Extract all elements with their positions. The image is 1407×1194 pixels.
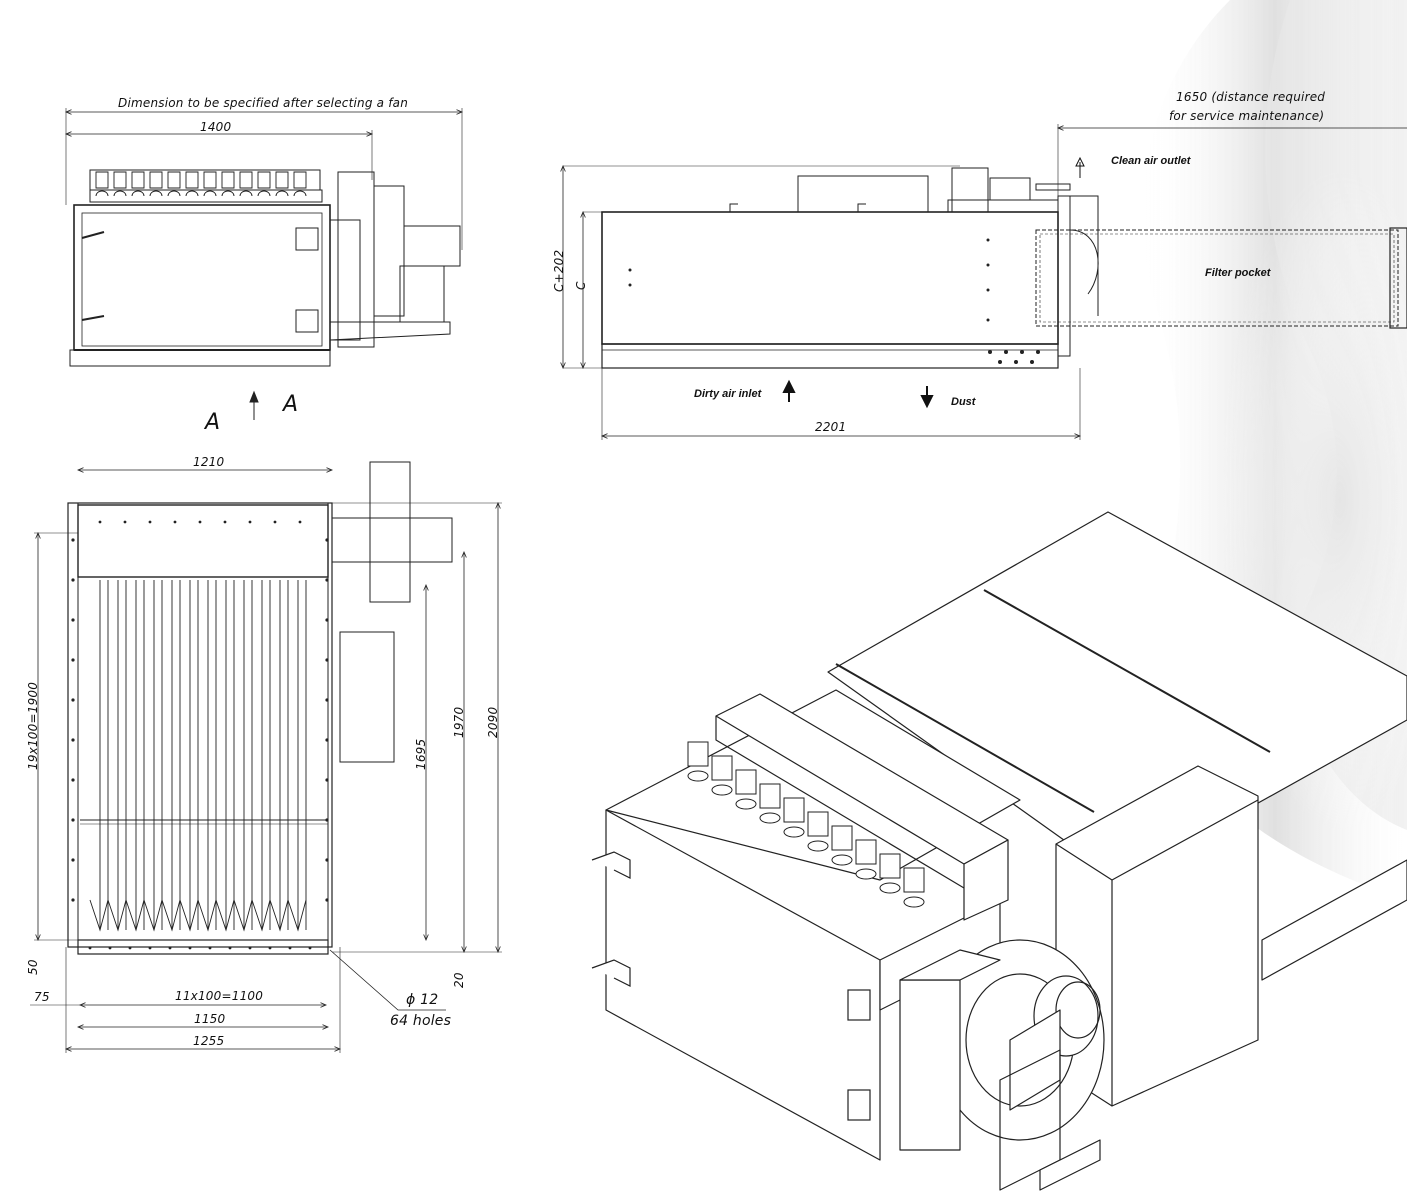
filter-tubes <box>89 580 307 932</box>
section-marker-left: A <box>205 410 221 435</box>
dim-c: C <box>574 281 588 290</box>
dim-20: 20 <box>452 972 466 988</box>
filter-pocket-label: Filter pocket <box>1205 267 1271 279</box>
dim-1210: 1210 <box>193 455 225 469</box>
section-arrow <box>249 390 259 420</box>
iso-valves <box>687 741 925 908</box>
dim-11x100: 11x100=1100 <box>175 989 264 1003</box>
dim-19x100: 19x100=1900 <box>26 681 40 770</box>
dim-1150: 1150 <box>194 1012 226 1026</box>
dim-2201: 2201 <box>815 420 847 434</box>
isometric-view <box>605 511 1407 1191</box>
dim-c202: C+202 <box>552 249 566 292</box>
clean-air-outlet-label: Clean air outlet <box>1111 155 1191 167</box>
front-view <box>66 108 462 367</box>
service-distance-line1: 1650 (distance required <box>1176 90 1326 104</box>
dim-1970: 1970 <box>452 706 466 738</box>
side-view-dots <box>628 238 1040 364</box>
hole-count-label: 64 holes <box>390 1013 452 1029</box>
dim-1255: 1255 <box>193 1034 225 1048</box>
valve-row <box>89 169 323 203</box>
iso-handles <box>591 851 871 1121</box>
section-a-view <box>30 461 502 1053</box>
fan-dimension-note: Dimension to be specified after selectin… <box>118 96 409 110</box>
section-marker-right: A <box>283 392 299 417</box>
dim-1695: 1695 <box>414 738 428 770</box>
dirty-air-inlet-label: Dirty air inlet <box>694 388 762 400</box>
dim-50: 50 <box>26 959 40 975</box>
side-view <box>563 124 1407 440</box>
front-valves <box>95 171 307 197</box>
dim-1400: 1400 <box>200 120 232 134</box>
frame-holes <box>71 520 329 950</box>
flow-arrows <box>782 156 1085 409</box>
dim-2090: 2090 <box>486 706 500 738</box>
service-distance-line2: for service maintenance) <box>1169 109 1325 123</box>
dust-label: Dust <box>951 396 976 408</box>
hole-diameter-label: ϕ 12 <box>406 992 439 1008</box>
dim-75: 75 <box>34 990 50 1004</box>
